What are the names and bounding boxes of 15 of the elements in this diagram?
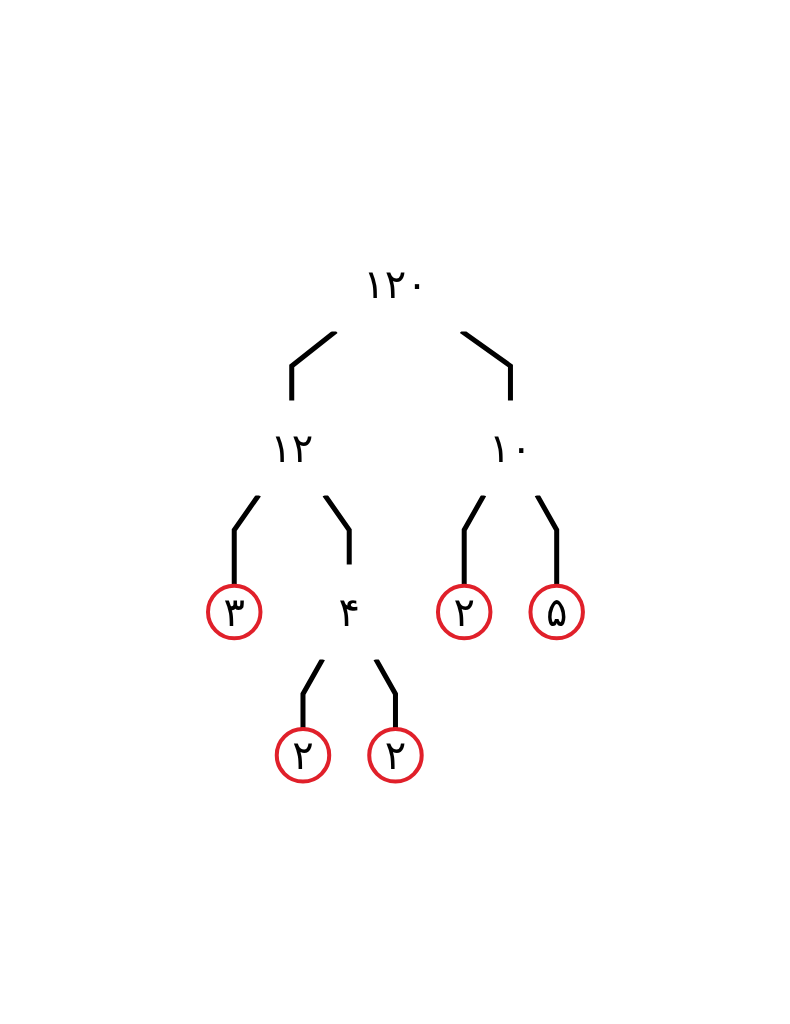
node-text: ۱۰ — [488, 424, 532, 471]
node-circle: ۵ — [528, 583, 585, 641]
node-text: ۱۲ — [269, 424, 313, 471]
node-circle: ۳ — [205, 583, 262, 641]
node-text: ۴ — [338, 588, 360, 635]
connector — [461, 493, 486, 586]
node-circle: ۲ — [274, 726, 331, 784]
node-text: ۱۲۰ — [362, 260, 428, 307]
node-circle: ۲ — [366, 726, 424, 784]
node-circle: ۲ — [435, 583, 492, 641]
connector — [300, 657, 325, 729]
connector — [322, 493, 352, 565]
connector — [534, 493, 559, 586]
connector — [231, 493, 261, 586]
connector — [373, 657, 398, 729]
